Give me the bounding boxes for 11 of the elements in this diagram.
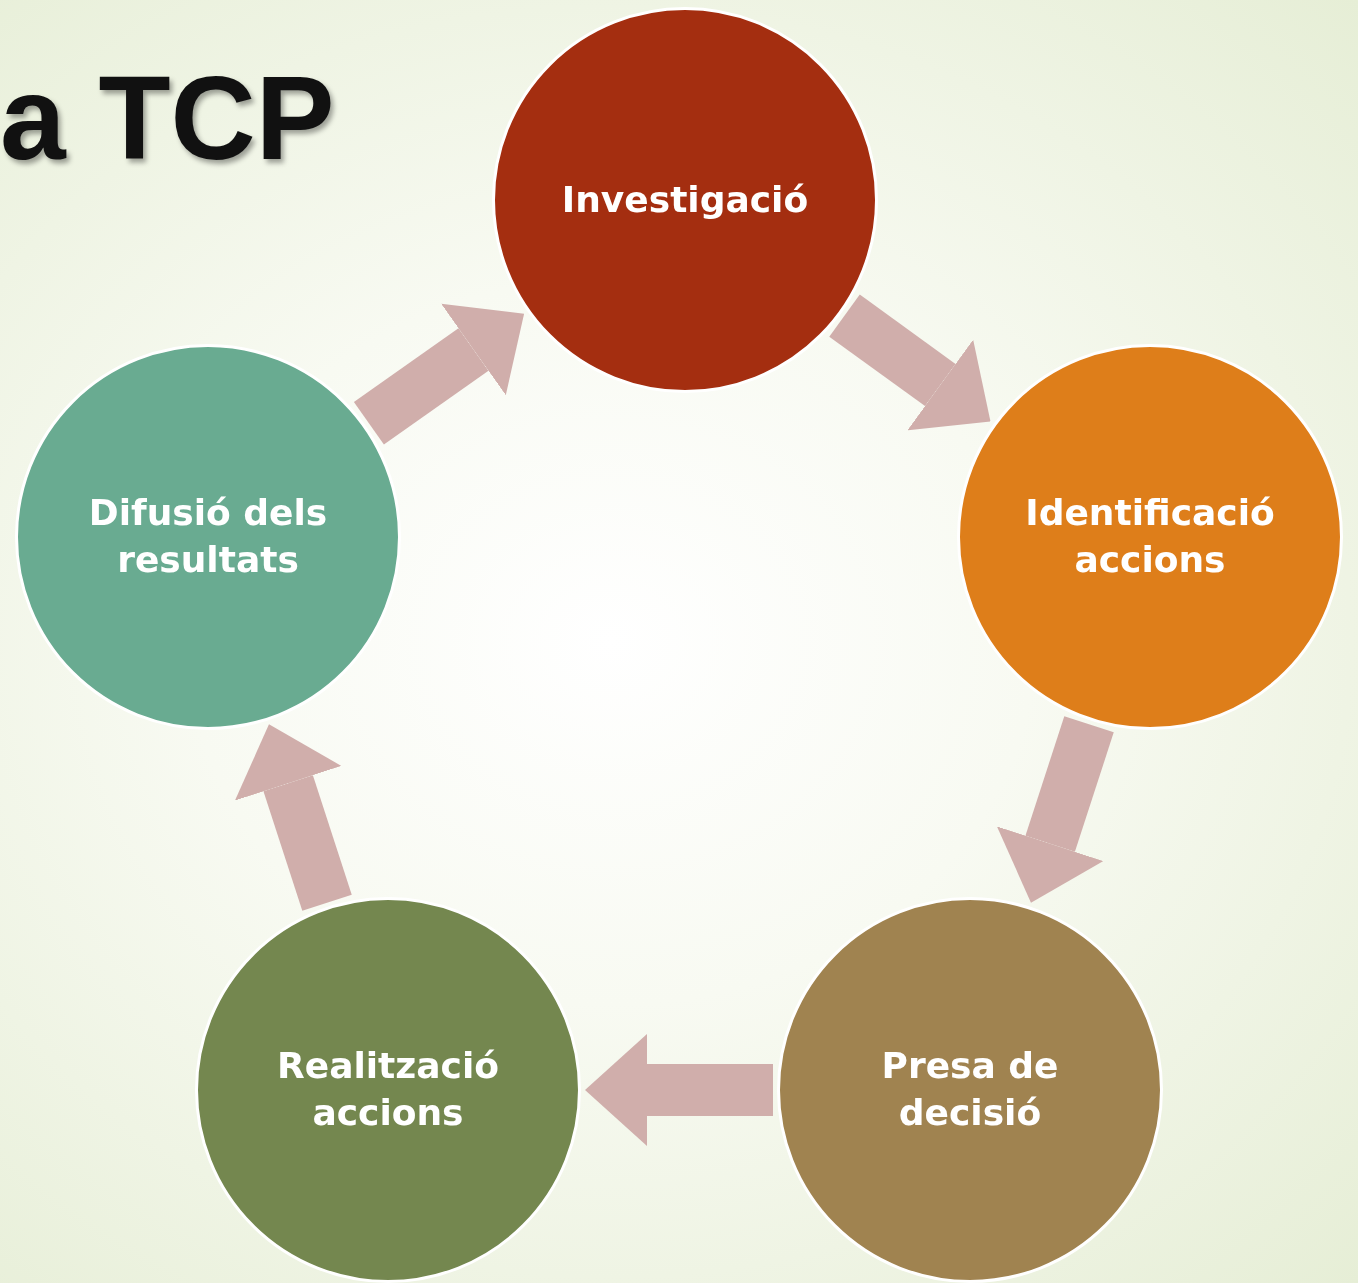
stage-label: Identificació accions — [1024, 491, 1276, 582]
stage-label: Difusió dels resultats — [87, 491, 329, 582]
block-arrow — [234, 724, 352, 911]
block-arrow — [829, 294, 991, 431]
stage-label: Presa de decisió — [880, 1044, 1060, 1135]
block-arrow — [585, 1034, 773, 1146]
block-arrow — [996, 716, 1114, 903]
stage-label: Investigació — [561, 177, 809, 222]
title: a TCP — [0, 51, 335, 186]
stage-label: Realització accions — [276, 1044, 500, 1135]
block-arrow — [353, 303, 525, 445]
